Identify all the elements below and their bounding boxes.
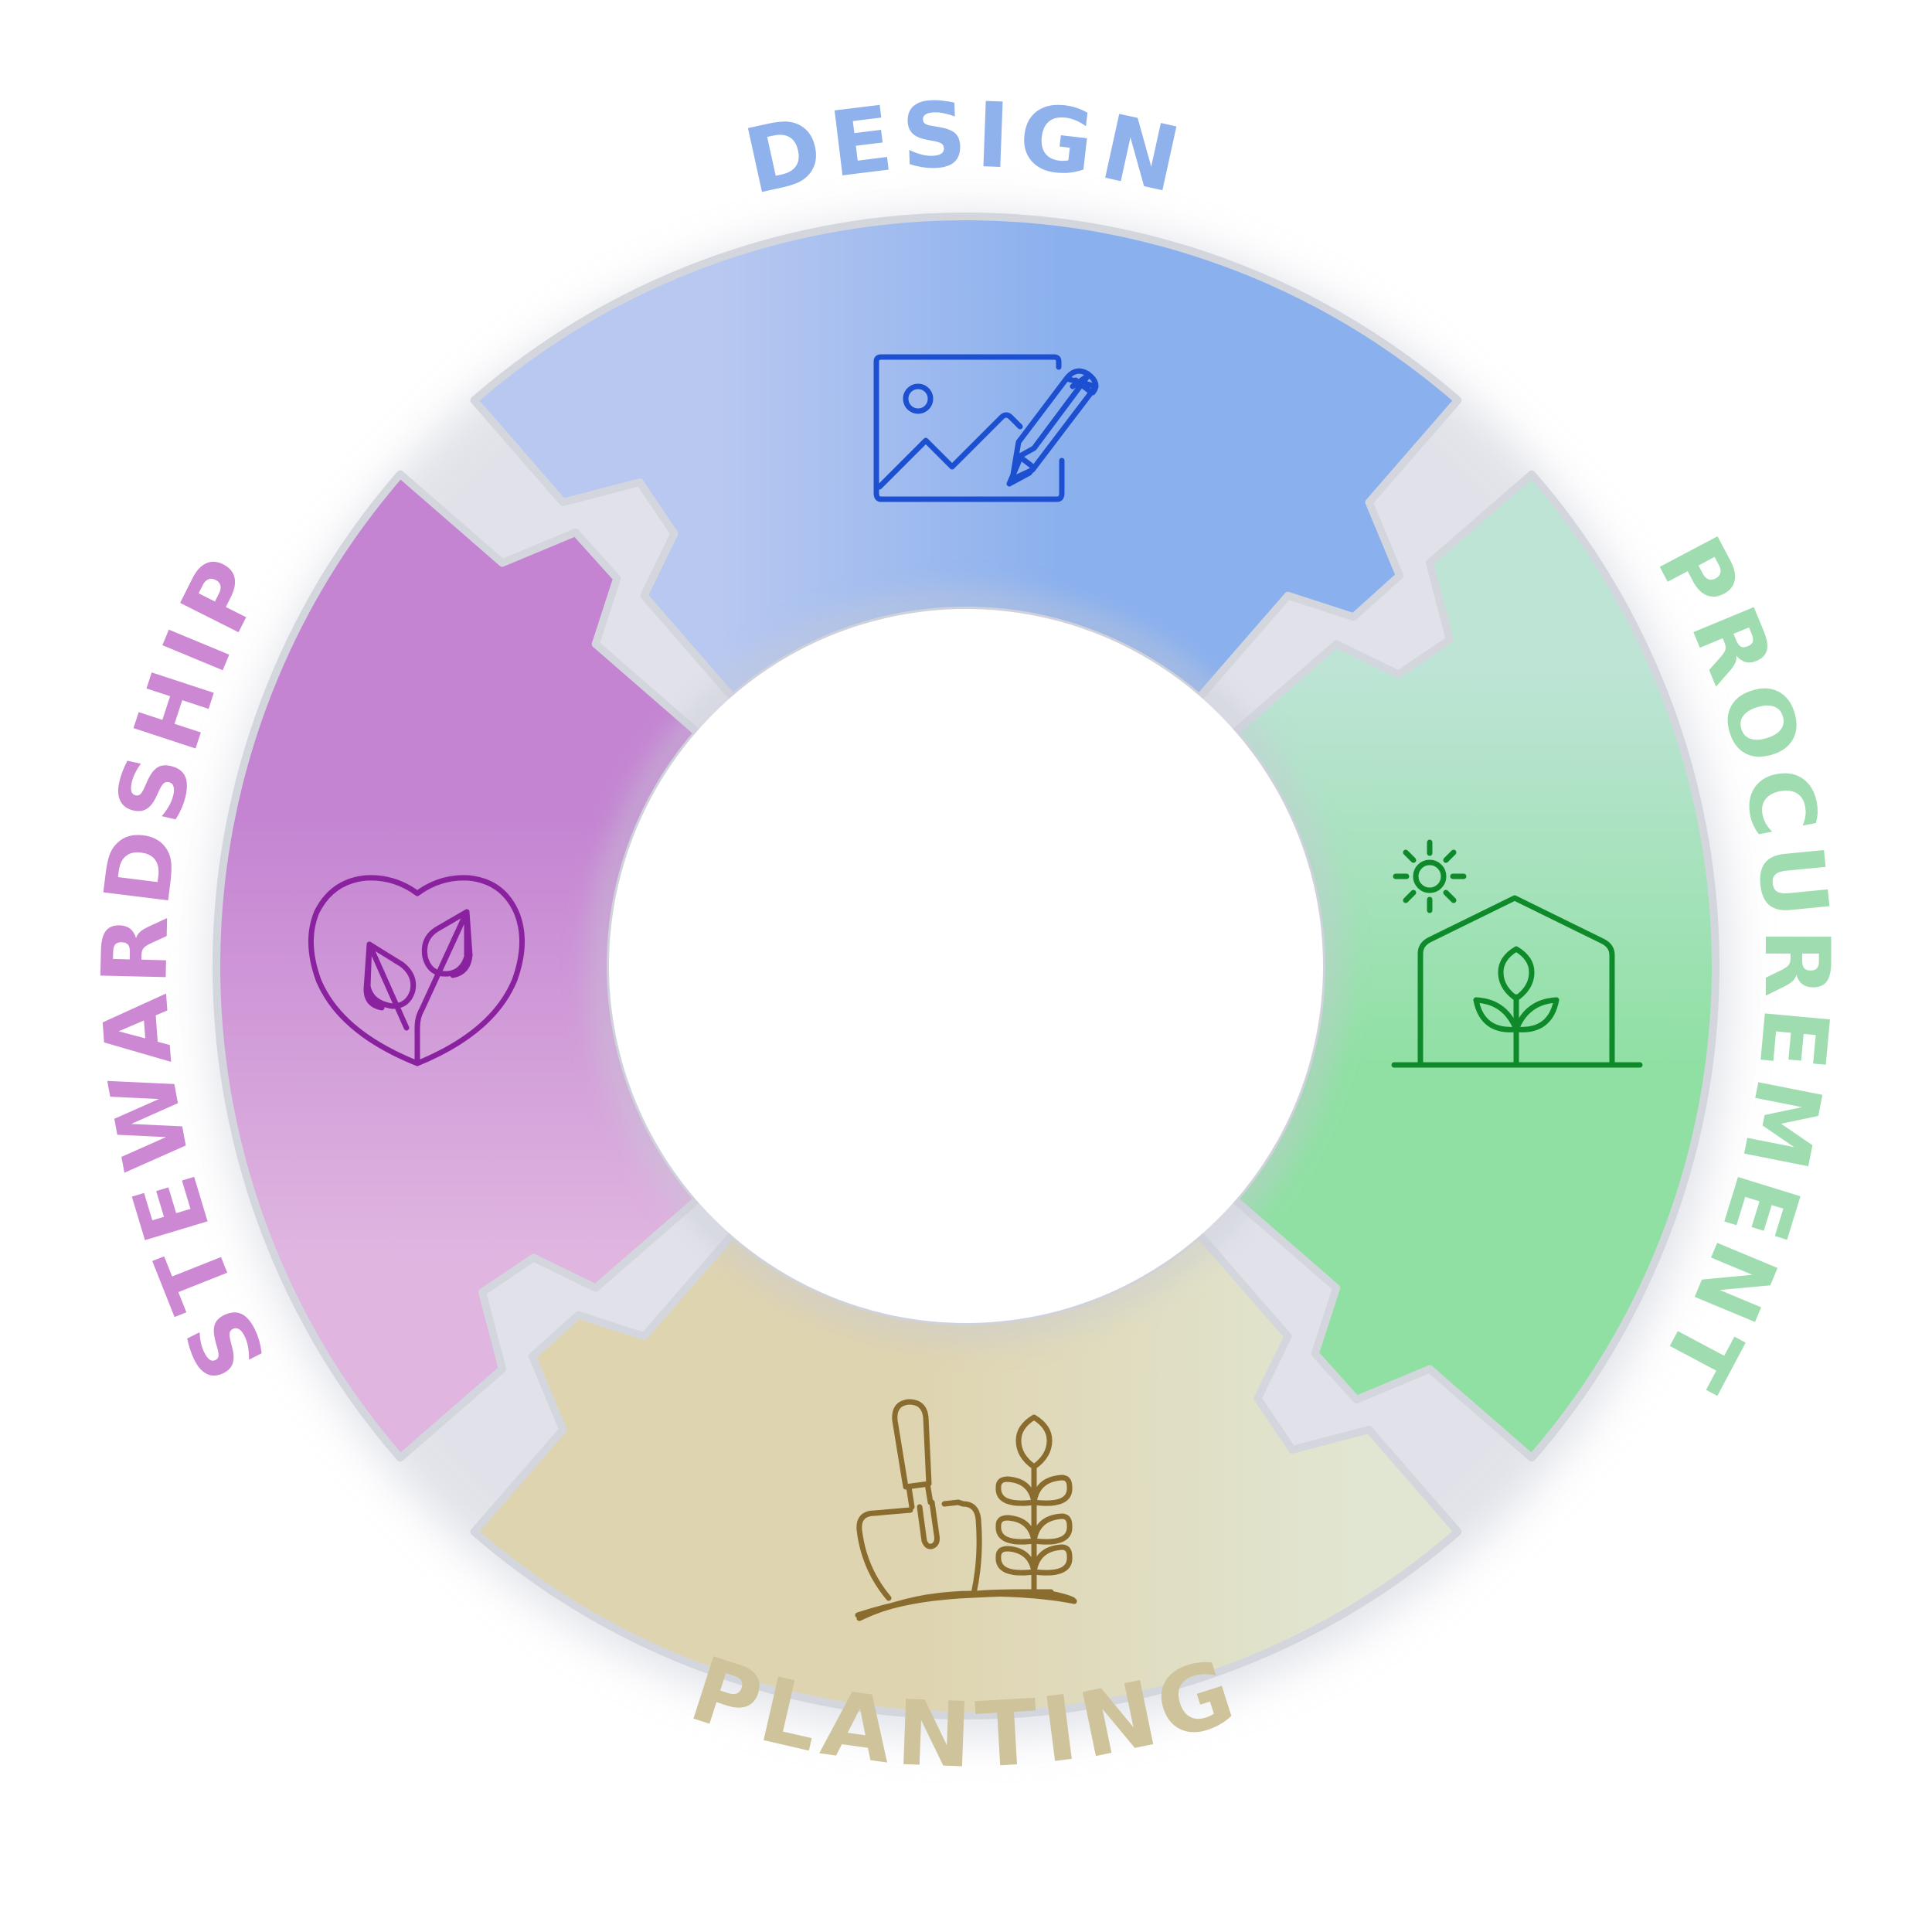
greenhouse-seedling-icon: [1391, 839, 1643, 1068]
image-with-pencil-icon: [873, 354, 1099, 502]
heart-with-leaves-icon: [308, 875, 525, 1066]
inner-shadow: [591, 591, 1341, 1341]
ring-segments: [212, 212, 1720, 1720]
label-design: DESIGN: [736, 83, 1196, 215]
ring-center: [609, 609, 1323, 1323]
trowel-and-plant-icon: [855, 1399, 1077, 1621]
